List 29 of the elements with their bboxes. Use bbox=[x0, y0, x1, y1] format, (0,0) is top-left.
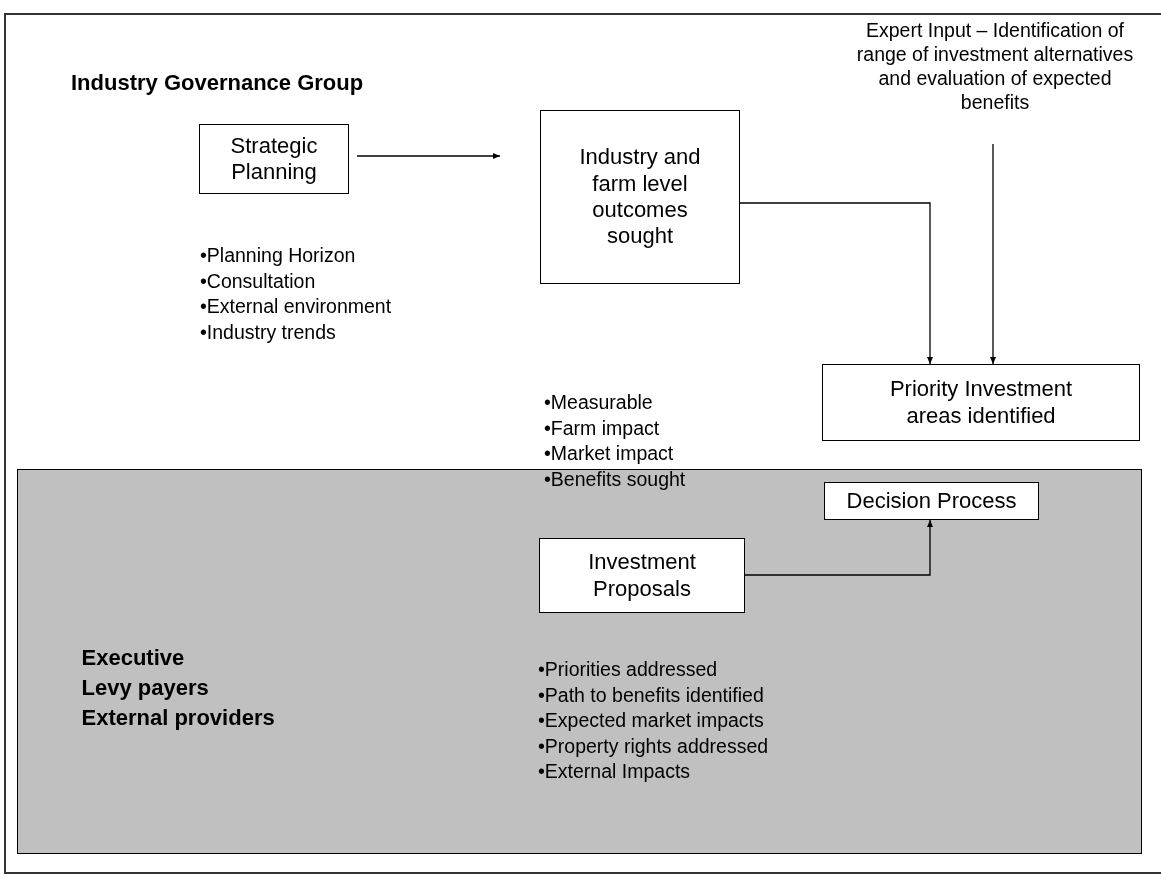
process-box: Decision Process bbox=[824, 482, 1039, 520]
group-heading: Levy payers bbox=[81, 674, 209, 701]
group-heading: Executive bbox=[81, 644, 185, 671]
bullet-item: •Farm impact bbox=[544, 415, 660, 441]
arrow bbox=[744, 519, 933, 576]
bullet-item: •Industry trends bbox=[200, 319, 336, 345]
bullet-item: •Expected market impacts bbox=[538, 708, 764, 733]
bullet-item: •Property rights addressed bbox=[538, 733, 769, 759]
bullet-item: •External Impacts bbox=[538, 759, 691, 784]
bullet-item: •Planning Horizon bbox=[200, 243, 356, 268]
process-box: Industry and farm level outcomes sought bbox=[540, 110, 740, 284]
bullet-item: •Measurable bbox=[544, 390, 653, 415]
bullet-item: •Market impact bbox=[544, 441, 674, 466]
outer-frame bbox=[4, 13, 1161, 874]
bullet-item: •Priorities addressed bbox=[538, 657, 718, 682]
process-box: Investment Proposals bbox=[539, 538, 745, 613]
bullet-item: •Path to benefits identified bbox=[538, 682, 764, 708]
annotation-text: Expert Input – Identification of range of investment alternatives and evaluation of expected benefits bbox=[845, 18, 1145, 144]
process-box: Strategic Planning bbox=[199, 124, 349, 194]
arrow bbox=[739, 202, 933, 365]
arrow bbox=[990, 143, 996, 365]
bullet-item: •External environment bbox=[200, 294, 392, 319]
group-heading: Industry Governance Group bbox=[71, 70, 364, 96]
shaded-band bbox=[17, 469, 1142, 854]
bullet-item: •Consultation bbox=[200, 268, 316, 294]
process-box: Priority Investment areas identified bbox=[822, 364, 1140, 441]
bullet-item: •Benefits sought bbox=[544, 466, 686, 492]
group-heading: External providers bbox=[81, 704, 275, 731]
arrow bbox=[356, 153, 501, 159]
